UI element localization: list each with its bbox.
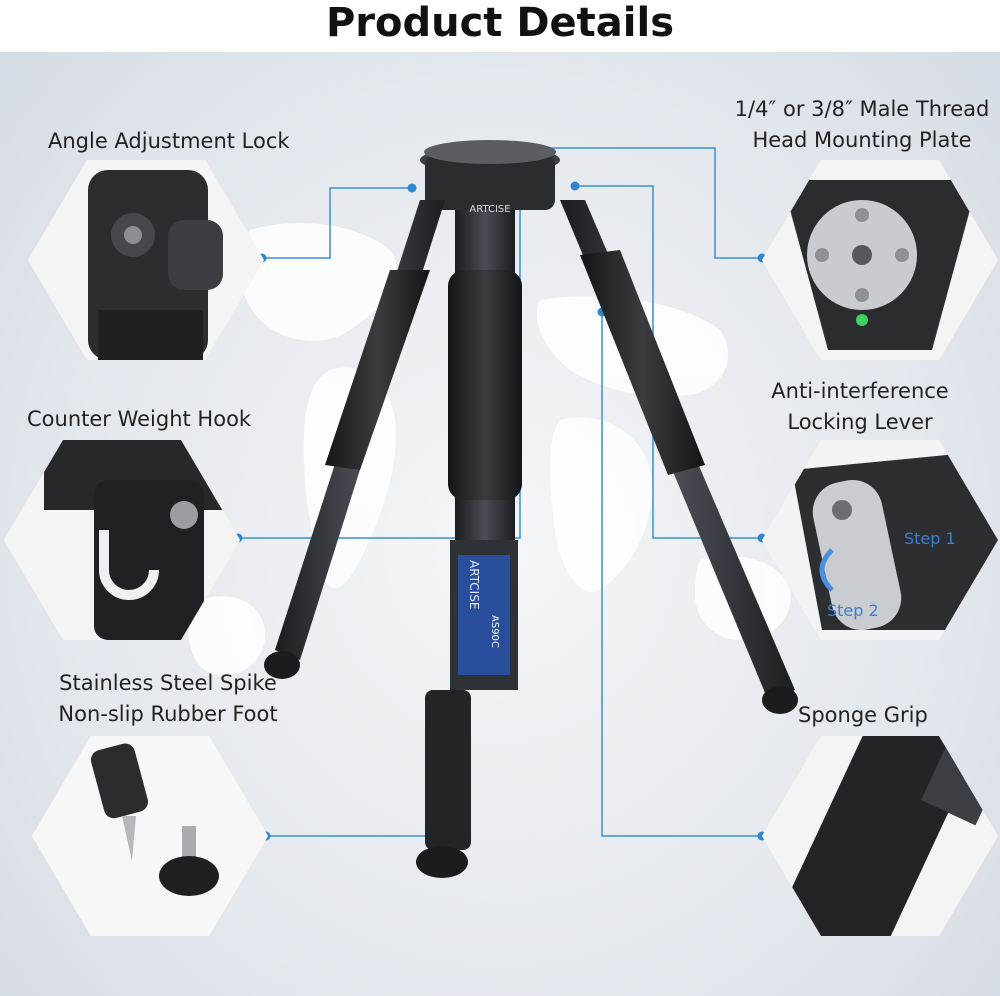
label-counter-weight: Counter Weight Hook (27, 407, 252, 431)
step2-text: Step 2 (827, 601, 879, 620)
callout-dot (570, 181, 580, 191)
label-spike-line2: Non-slip Rubber Foot (58, 702, 278, 726)
leg-model-text: AS90C (489, 615, 500, 648)
label-lever: Anti-interference Locking Lever (750, 376, 970, 438)
callout-dot (407, 183, 417, 193)
title-bar (0, 0, 1000, 52)
step1-text: Step 1 (904, 529, 956, 548)
label-thread-line1: 1/4″ or 3/8″ Male Thread (734, 97, 990, 121)
label-spike-line1: Stainless Steel Spike (59, 671, 277, 695)
label-thread: 1/4″ or 3/8″ Male Thread Head Mounting P… (712, 94, 1000, 156)
leg-brand-text: ARTCISE (467, 560, 481, 609)
label-spike: Stainless Steel Spike Non-slip Rubber Fo… (34, 668, 302, 730)
label-lever-line1: Anti-interference (771, 379, 949, 403)
label-angle-lock: Angle Adjustment Lock (48, 129, 290, 153)
label-lever-line2: Locking Lever (787, 410, 933, 434)
label-sponge: Sponge Grip (798, 703, 928, 727)
label-thread-line2: Head Mounting Plate (752, 128, 972, 152)
head-brand-text: ARTCISE (469, 204, 510, 215)
page-title: Product Details (325, 0, 675, 46)
